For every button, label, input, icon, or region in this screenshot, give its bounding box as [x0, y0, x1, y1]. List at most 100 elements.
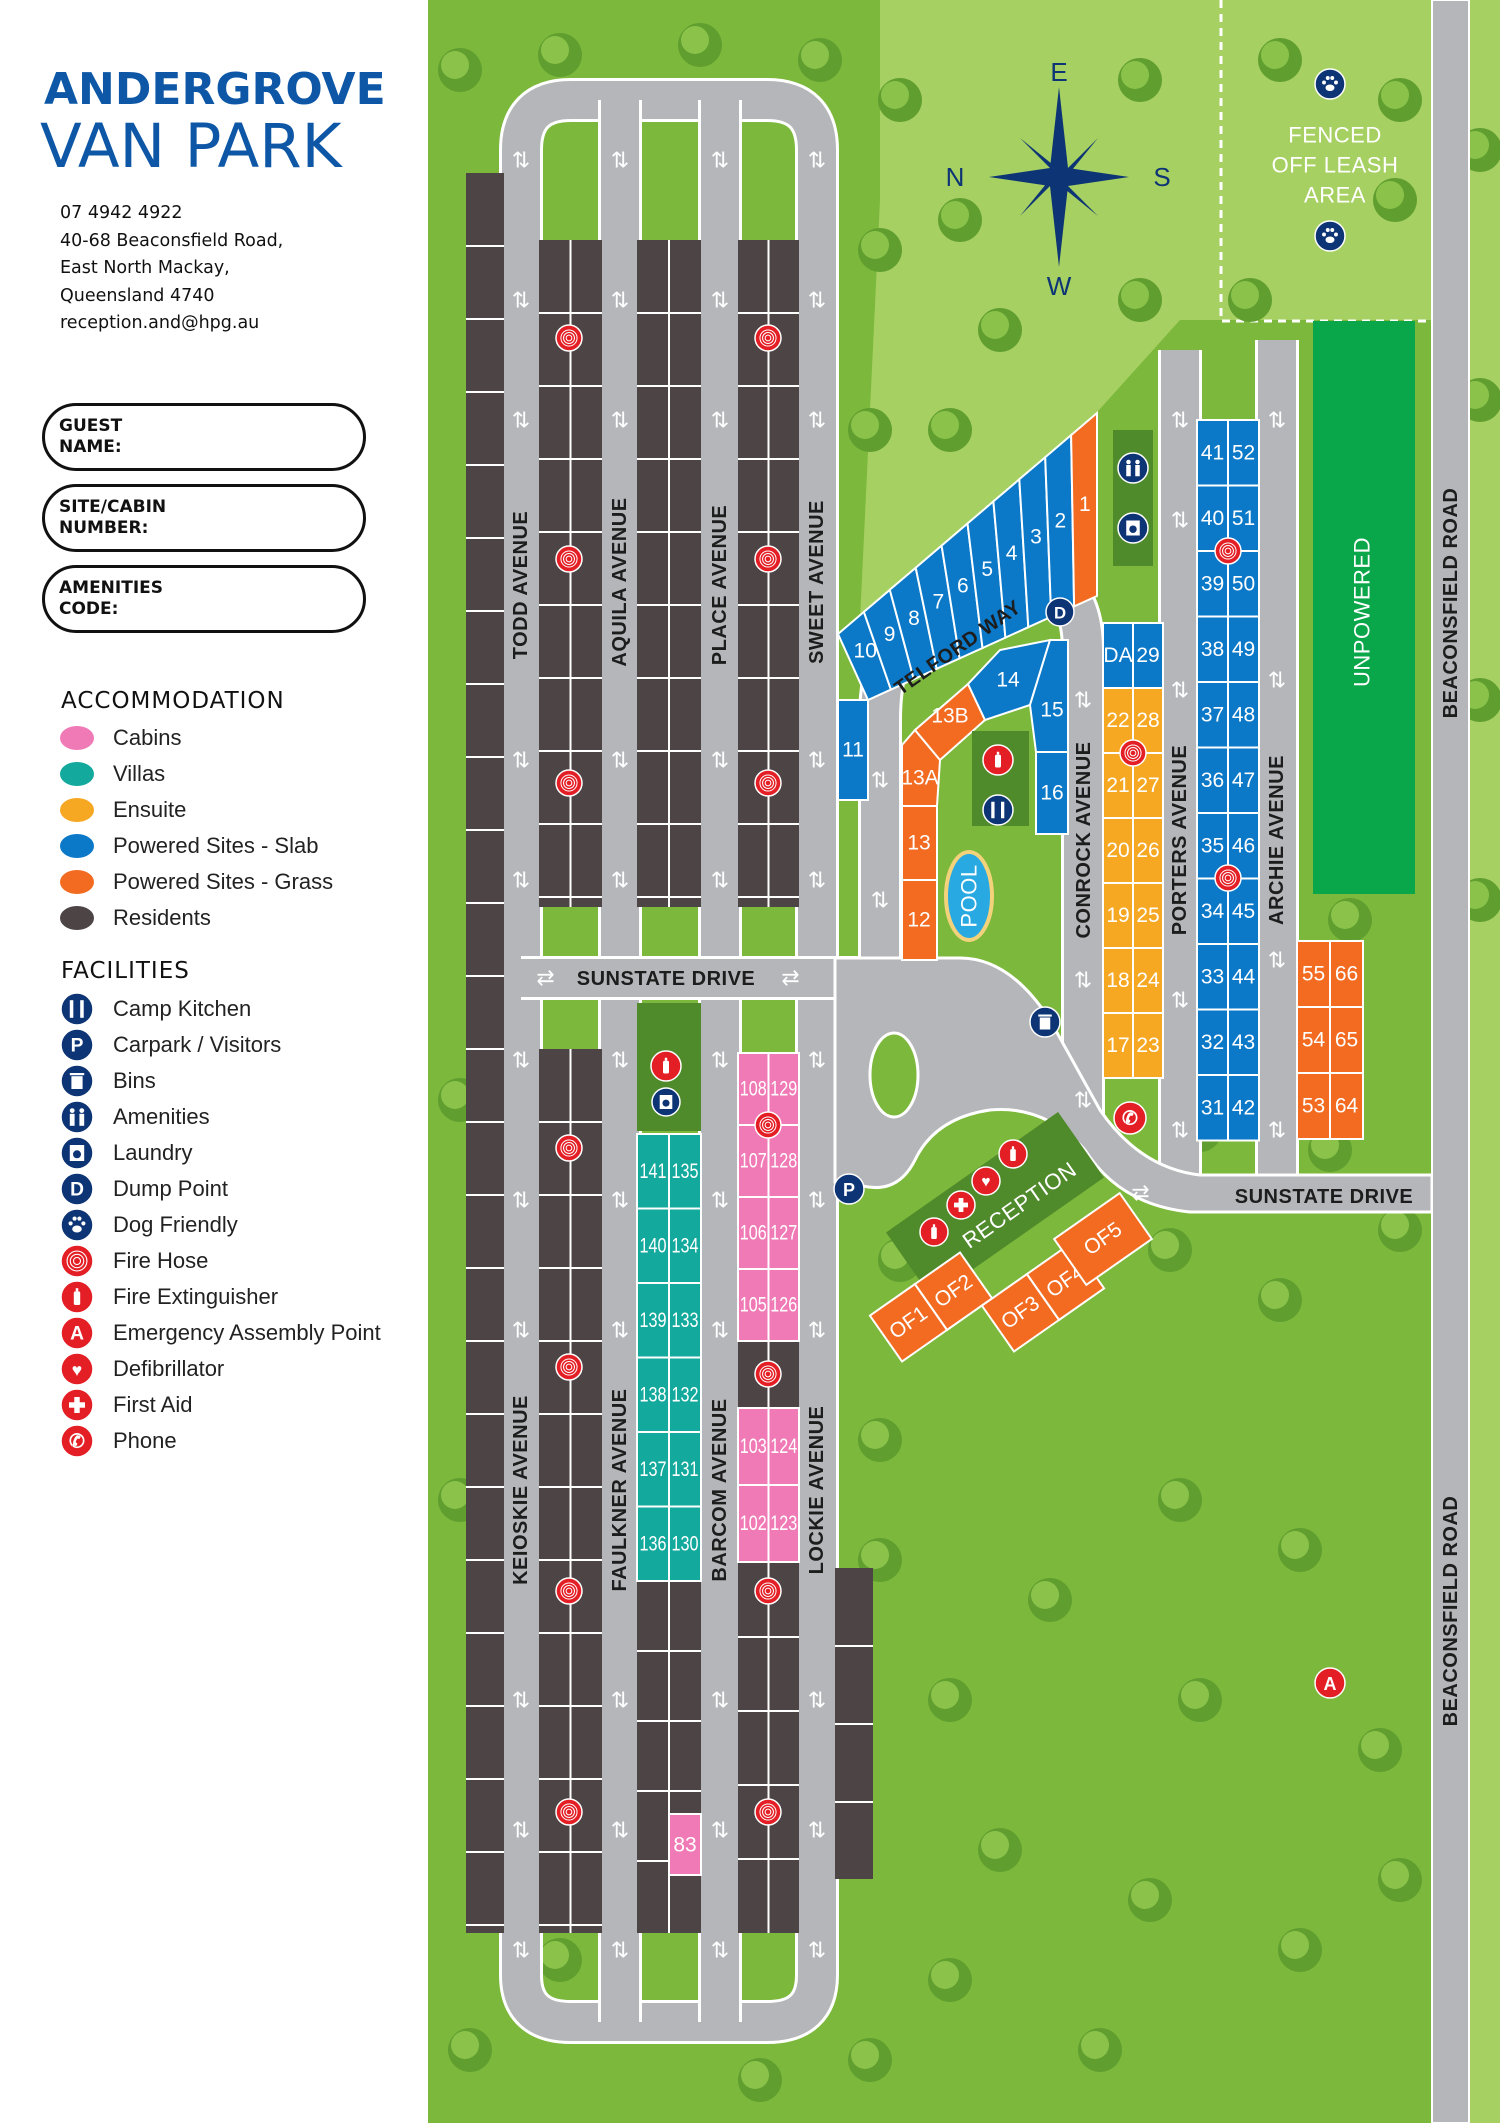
fire-hose-icon [1214, 537, 1242, 565]
two-way-arrow-icon: ⇅ [512, 1048, 530, 1073]
site-number: 49 [1232, 638, 1255, 661]
porters-archie-road-surface [1161, 340, 1296, 1193]
site-number: 107 [740, 1150, 767, 1173]
fenced-area-label: OFF LEASH [1272, 153, 1399, 178]
tree-icon [928, 408, 972, 452]
contact-details: 07 4942 4922 40-68 Beaconsfield Road, Ea… [60, 200, 283, 338]
street-label-sunstate-east: SUNSTATE DRIVE [1235, 1186, 1414, 1208]
fire-hose-icon [555, 1798, 583, 1826]
contact-email[interactable]: reception.and@hpg.au [60, 313, 260, 333]
villa-site [668, 1505, 702, 1582]
fire-hose-icon [754, 1111, 782, 1139]
site-number: 2 [1055, 509, 1067, 532]
two-way-arrow-icon: ⇅ [711, 1938, 729, 1963]
legend-icon: D [60, 1172, 94, 1206]
site-number: 13A [901, 767, 938, 790]
two-way-arrow-icon: ⇅ [808, 288, 826, 313]
guest-name-field[interactable]: GUEST NAME: [42, 403, 366, 471]
site-number: 48 [1232, 703, 1255, 726]
legend-label: Villas [113, 761, 166, 786]
cabin-site [737, 1196, 770, 1270]
roundabout[interactable] [833, 956, 1434, 1214]
powered-slab-site [1227, 1008, 1260, 1076]
street-label-beaconsfield_south: BEACONSFIELD ROAD [1440, 1496, 1462, 1727]
site-number: 46 [1232, 834, 1255, 857]
overflow-site [913, 1251, 994, 1332]
ensuite-site [1102, 817, 1134, 884]
contact-phone[interactable]: 07 4942 4922 [60, 203, 183, 223]
field-label: AMENITIES [59, 578, 164, 598]
carpark-icon: P [833, 1173, 865, 1205]
color-swatch [60, 762, 94, 786]
amenities-code-field[interactable]: AMENITIES CODE: [42, 565, 366, 633]
fire-hose-icon [754, 324, 782, 352]
two-way-arrow-icon: ⇅ [1268, 668, 1286, 693]
tree-icon [1378, 1858, 1422, 1902]
two-way-arrow-icon: ⇅ [711, 868, 729, 893]
site-number: 43 [1232, 1031, 1255, 1054]
south-loop-road-surface [502, 980, 836, 2041]
overflow-site [1052, 1191, 1154, 1287]
unpowered-label: UNPOWERED [1350, 537, 1375, 687]
dog-friendly-icon [60, 1208, 94, 1242]
powered-grass-site [1329, 1006, 1364, 1074]
legend-icon [60, 1136, 94, 1170]
legend-item-facility: Fire Extinguisher [60, 1280, 278, 1314]
powered-slab-site [1196, 1074, 1229, 1142]
site-number: 18 [1106, 969, 1129, 992]
two-way-arrow-icon: ⇅ [512, 1818, 530, 1843]
dog-friendly-icon [1314, 220, 1346, 252]
site-number: 54 [1302, 1029, 1326, 1052]
powered-slab-site [1196, 681, 1229, 749]
two-way-arrow-icon: ⇅ [871, 888, 889, 913]
tree-icon [1278, 1528, 1322, 1572]
powered-grass-site [1070, 410, 1098, 608]
tree-icon [678, 23, 722, 67]
two-way-arrow-icon: ⇅ [1171, 1118, 1189, 1143]
site-number: 25 [1136, 904, 1159, 927]
street-label-beaconsfield_north: BEACONSFIELD ROAD [1440, 488, 1462, 719]
color-swatch [60, 870, 94, 894]
site-number: DA [1103, 644, 1132, 667]
site-number: 17 [1106, 1034, 1129, 1057]
legend-item-facility: Amenities [60, 1100, 210, 1134]
site-number: 105 [740, 1294, 767, 1317]
legend-icon [60, 1244, 94, 1278]
cabin-site [737, 1407, 770, 1486]
tree-icon [1378, 78, 1422, 122]
legend-icon: ♥ [60, 1352, 94, 1386]
cabin-site [767, 1196, 800, 1270]
cabin-site [737, 1484, 770, 1563]
fire-extinguisher-icon [60, 1280, 94, 1314]
two-way-arrow-icon: ⇅ [808, 148, 826, 173]
two-way-arrow-icon: ⇅ [711, 748, 729, 773]
powered-slab-site [1035, 751, 1069, 835]
tree-icon [1373, 178, 1417, 222]
beaconsfield-road [1431, 0, 1470, 2123]
dump-point-icon: D [60, 1172, 94, 1206]
legend-icon: ✆ [60, 1424, 94, 1458]
legend-label: Ensuite [113, 797, 187, 822]
site-number: 135 [672, 1160, 699, 1183]
two-way-arrow-icon: ⇅ [512, 1938, 530, 1963]
tree-icon [1128, 1878, 1172, 1922]
villa-site [668, 1207, 702, 1284]
site-number: 44 [1232, 965, 1256, 988]
street-label-faulkner: FAULKNER AVENUE [609, 1388, 631, 1591]
site-number: 103 [740, 1435, 767, 1458]
site-number: 108 [740, 1078, 767, 1101]
accommodation-heading: ACCOMMODATION [61, 688, 285, 714]
two-way-arrow-icon: ⇅ [711, 148, 729, 173]
tree-icon [848, 408, 892, 452]
ensuite-site [1132, 622, 1164, 689]
site-cabin-number-field[interactable]: SITE/CABIN NUMBER: [42, 484, 366, 552]
tree-icon [858, 1418, 902, 1462]
north-avenues-road-surface [601, 100, 739, 980]
site-number: 5 [981, 558, 993, 581]
two-way-arrow-icon: ⇅ [611, 868, 629, 893]
tree-icon [738, 2058, 782, 2102]
svg-text:✆: ✆ [1122, 1109, 1138, 1130]
svg-text:P: P [843, 1180, 855, 1200]
two-way-arrow-icon: ⇅ [1074, 1088, 1092, 1113]
